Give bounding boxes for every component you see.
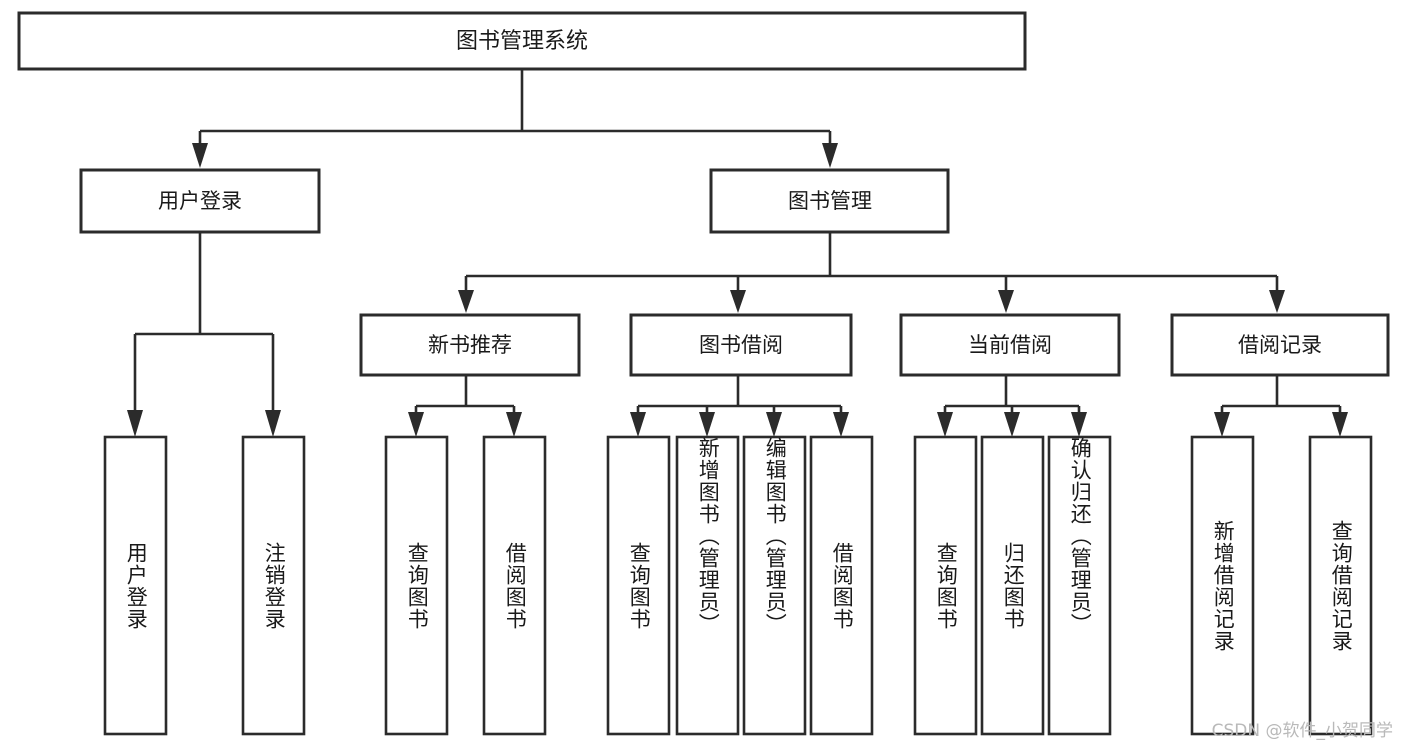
node-current-borrow-box xyxy=(899,313,1121,377)
arrowhead-nb-to-query xyxy=(408,412,424,437)
node-book-borrow-label: 图书借阅 xyxy=(699,333,783,357)
leaf-box-query-book-borrow[interactable] xyxy=(606,435,671,736)
node-new-book-recommend-box xyxy=(359,313,581,377)
arrowhead-rc-to-query xyxy=(1332,412,1348,437)
node-borrow-record[interactable]: 借阅记录 xyxy=(1170,313,1390,377)
leaf-box-user-logout[interactable] xyxy=(241,435,306,736)
edge-group-book-manage xyxy=(458,232,1285,313)
arrowhead-root-to-book-manage xyxy=(822,143,838,168)
arrowhead-br-to-add xyxy=(699,412,715,437)
arrowhead-nb-to-borrow xyxy=(506,412,522,437)
arrowhead-bm-to-new-book xyxy=(458,290,474,313)
leaf-box-query-book-new[interactable] xyxy=(384,435,449,736)
arrowhead-bm-to-record xyxy=(1269,290,1285,313)
node-borrow-record-box xyxy=(1170,313,1390,377)
edge-group-user-login xyxy=(127,232,281,437)
node-current-borrow[interactable]: 当前借阅 xyxy=(899,313,1121,377)
arrowhead-rc-to-add xyxy=(1214,412,1230,437)
leaf-box-query-record[interactable] xyxy=(1308,435,1373,736)
arrowhead-br-to-borrowbook xyxy=(833,412,849,437)
arrowhead-cu-to-query xyxy=(937,412,953,437)
leaf-box-user-login[interactable] xyxy=(103,435,168,736)
leaf-box-borrow-book-new[interactable] xyxy=(482,435,547,736)
node-current-borrow-label: 当前借阅 xyxy=(968,333,1052,357)
leaf-box-confirm-return-admin[interactable] xyxy=(1047,435,1112,736)
node-book-manage-label: 图书管理 xyxy=(788,189,872,213)
node-new-book-recommend-label: 新书推荐 xyxy=(428,333,512,357)
node-book-manage-box xyxy=(709,168,950,234)
leaf-box-add-book-admin[interactable] xyxy=(675,435,740,736)
edge-group-current xyxy=(937,375,1087,437)
edge-group-borrow xyxy=(630,375,849,437)
arrowhead-bm-to-current xyxy=(998,290,1014,313)
leaf-box-add-record[interactable] xyxy=(1190,435,1255,736)
node-root-system[interactable]: 图书管理系统 xyxy=(17,11,1027,71)
arrowhead-bm-to-borrow xyxy=(730,290,746,313)
edge-group-root xyxy=(192,69,838,168)
edge-group-new-book xyxy=(408,375,522,437)
node-user-login[interactable]: 用户登录 xyxy=(79,168,321,234)
node-root-system-box xyxy=(17,11,1027,71)
node-book-manage[interactable]: 图书管理 xyxy=(709,168,950,234)
node-borrow-record-label: 借阅记录 xyxy=(1238,333,1322,357)
node-book-borrow[interactable]: 图书借阅 xyxy=(629,313,853,377)
arrowhead-br-to-edit xyxy=(766,412,782,437)
node-book-borrow-box xyxy=(629,313,853,377)
node-new-book-recommend[interactable]: 新书推荐 xyxy=(359,313,581,377)
leaf-box-group xyxy=(103,435,1373,736)
leaf-box-query-book-current[interactable] xyxy=(913,435,978,736)
edge-group-record xyxy=(1214,375,1348,437)
leaf-box-edit-book-admin[interactable] xyxy=(742,435,807,736)
node-user-login-label: 用户登录 xyxy=(158,189,242,213)
arrowhead-br-to-query xyxy=(630,412,646,437)
arrowhead-ul-to-logout xyxy=(265,410,281,437)
arrowhead-ul-to-login xyxy=(127,410,143,437)
arrowhead-cu-to-confirm xyxy=(1071,412,1087,437)
leaf-box-borrow-book[interactable] xyxy=(809,435,874,736)
node-root-system-label: 图书管理系统 xyxy=(456,29,588,54)
arrowhead-cu-to-return xyxy=(1004,412,1020,437)
arrowhead-root-to-user-login xyxy=(192,143,208,168)
node-user-login-box xyxy=(79,168,321,234)
leaf-box-return-book[interactable] xyxy=(980,435,1045,736)
csdn-watermark: CSDN @软件_小贺同学 xyxy=(1211,721,1393,741)
